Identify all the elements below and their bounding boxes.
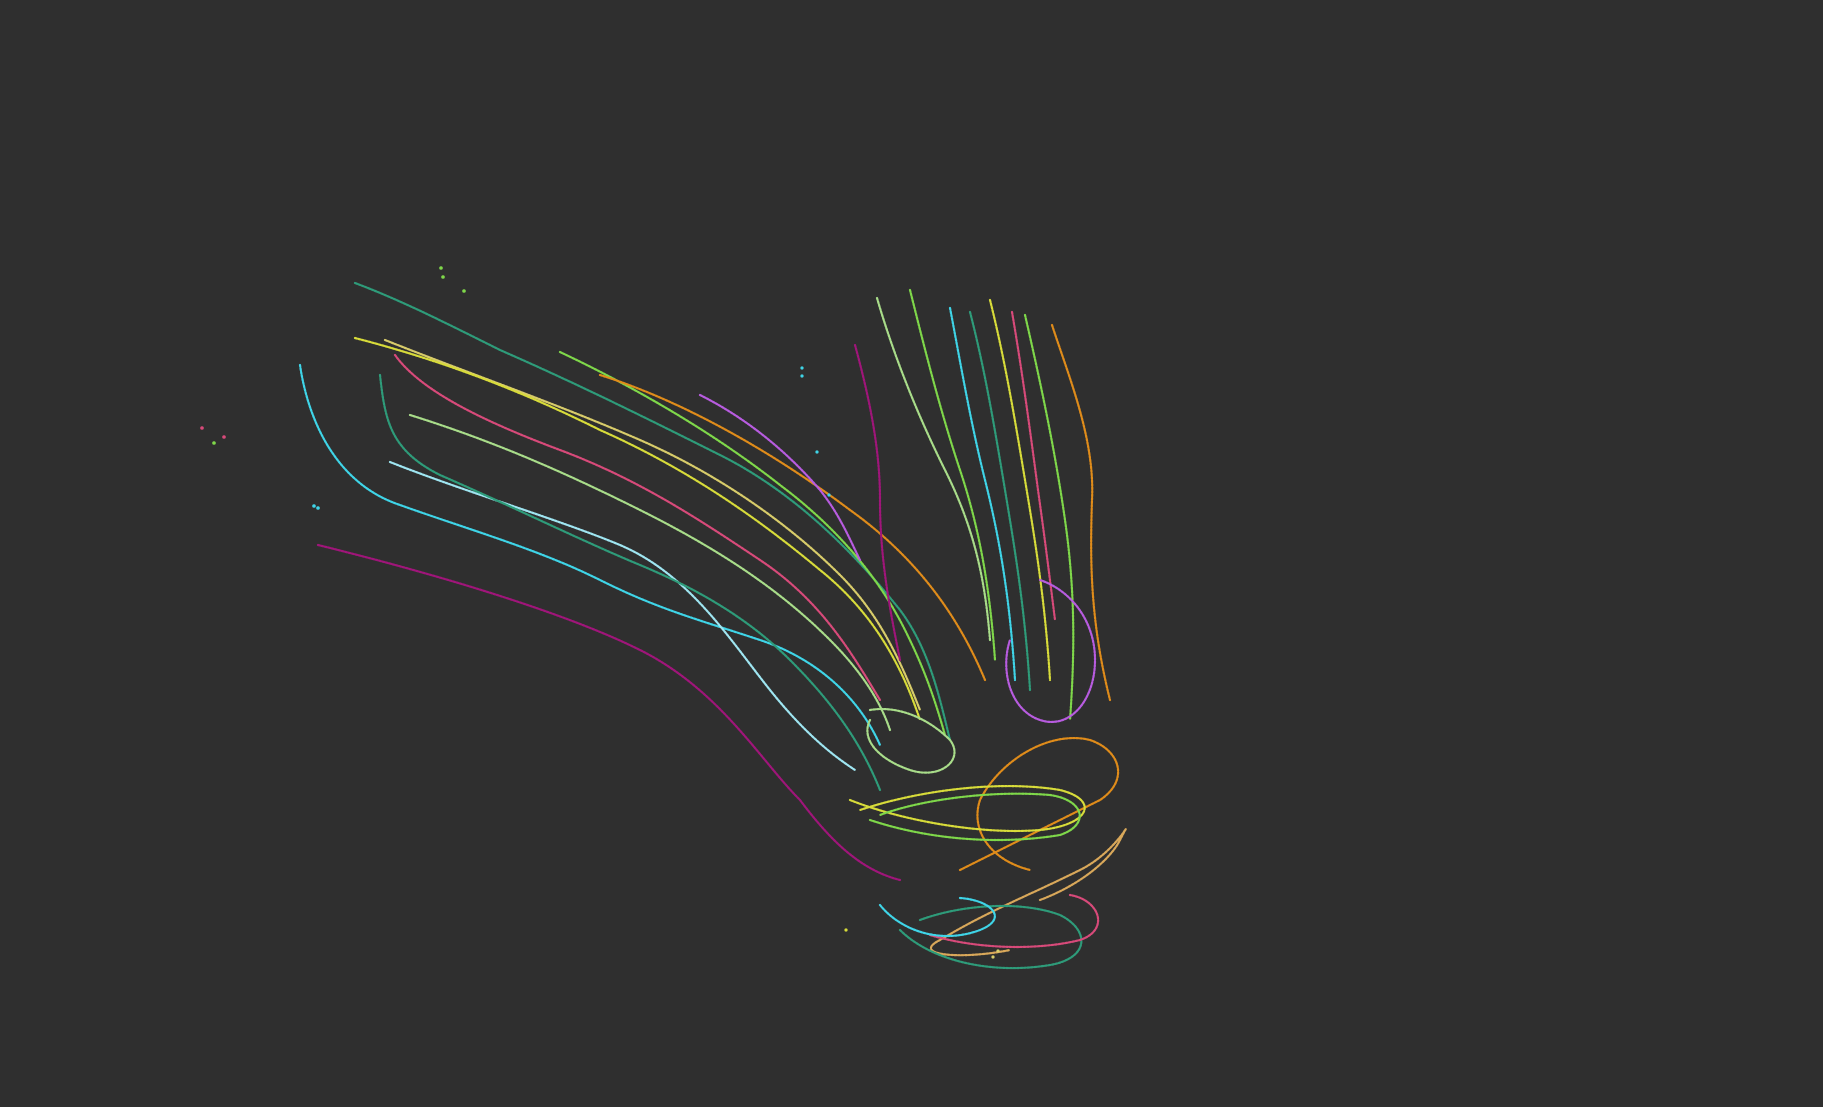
trajectory-cyan-vertical: [948, 306, 1017, 682]
trajectory-pink-vertical: [1010, 310, 1057, 622]
trajectory-teal-upper: [353, 281, 952, 742]
trajectory-green-upper: [558, 350, 947, 737]
loop-orange: [958, 737, 1120, 872]
scatter-point: [462, 289, 466, 293]
trajectory-light-green-vertical: [875, 296, 992, 642]
trajectory-magenta-arc: [316, 543, 902, 882]
trajectory-violet-dots: [698, 393, 862, 562]
trajectory-teal-left: [378, 373, 882, 792]
trajectory-orange-upper: [598, 373, 987, 682]
scatter-point: [439, 266, 443, 270]
trajectory-green-vertical-2: [1023, 313, 1075, 722]
trajectory-pink: [393, 353, 882, 702]
scatter-point: [441, 275, 445, 279]
trajectory-violet-loop: [1005, 578, 1097, 723]
scatter-point: [800, 374, 804, 378]
trajectory-green-vertical: [908, 288, 997, 662]
trajectory-teal-vertical: [968, 310, 1032, 692]
scatter-point: [991, 955, 995, 959]
scatter-point: [200, 426, 204, 430]
scatter-point: [815, 450, 819, 454]
loop-teal-bottom: [898, 904, 1083, 970]
scatter-point: [212, 441, 216, 445]
trajectory-yellow-vertical: [988, 298, 1052, 682]
scatter-point: [844, 928, 848, 932]
cluster-light-green: [866, 707, 956, 774]
scatter-point: [222, 435, 226, 439]
trajectory-magenta-vertical: [853, 343, 902, 662]
loop-cyan-bottom: [878, 896, 996, 938]
trajectory-cyan-long: [298, 363, 882, 747]
loop-tan: [930, 828, 1127, 957]
trajectory-light-cyan: [388, 460, 857, 772]
trajectory-orange-vertical: [1050, 323, 1112, 702]
trajectory-yellow-upper: [353, 336, 922, 722]
loop-yellow: [848, 784, 1086, 833]
scatter-point: [312, 504, 316, 508]
scatter-point: [996, 949, 1000, 953]
loop-pink-bottom: [928, 893, 1100, 949]
trajectory-light-green-mid: [408, 413, 892, 732]
trajectory-khaki-upper: [383, 338, 922, 712]
scatter-point: [316, 506, 320, 510]
loop-green: [868, 792, 1081, 842]
scatter-point: [800, 366, 804, 370]
scatter-point: [827, 493, 831, 497]
